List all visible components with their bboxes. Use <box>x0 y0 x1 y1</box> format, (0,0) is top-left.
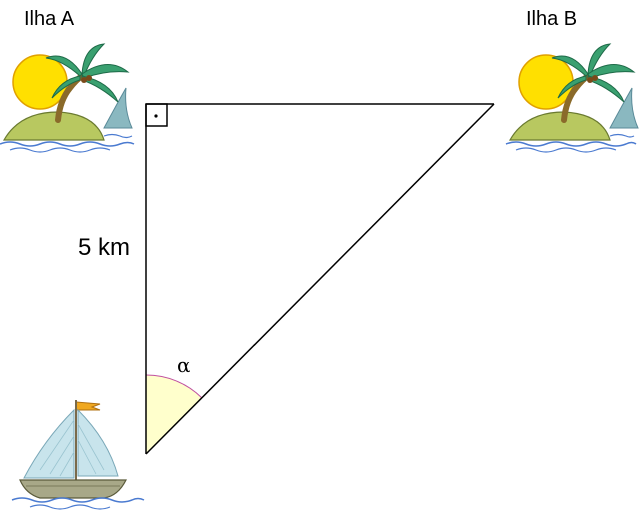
sailboat-icon <box>11 400 145 510</box>
angle-alpha-wedge <box>146 374 202 454</box>
island-a-label: Ilha A <box>24 8 75 30</box>
right-triangle <box>145 103 495 455</box>
angle-alpha-label: α <box>177 353 191 377</box>
angle-alpha-arc <box>145 374 203 399</box>
island-b-label: Ilha B <box>526 8 578 30</box>
island-b-icon <box>505 43 639 153</box>
right-angle-dot <box>154 114 158 118</box>
island-a-icon <box>0 43 135 153</box>
distance-label: 5 km <box>78 234 131 261</box>
side-boat-to-island-b <box>145 103 495 455</box>
